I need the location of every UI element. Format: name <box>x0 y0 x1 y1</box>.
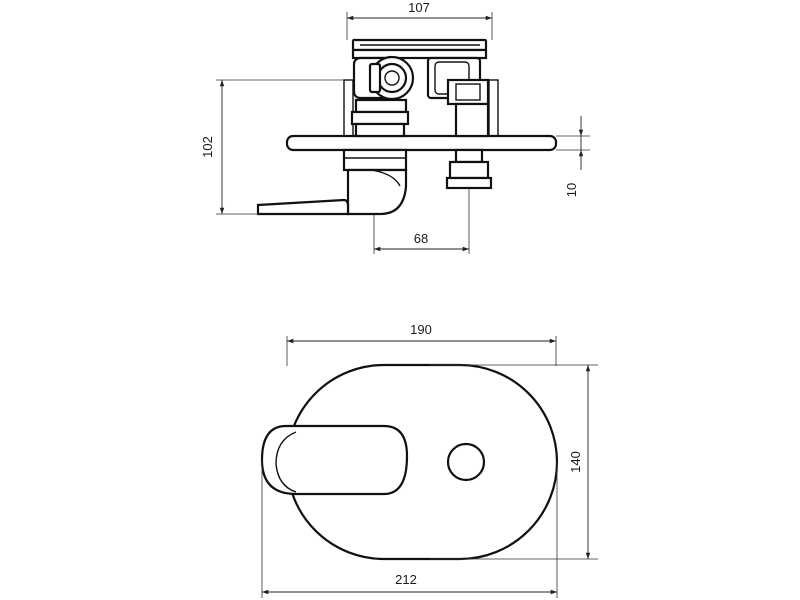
right-bracket <box>488 79 499 137</box>
dim-140: 140 <box>568 451 583 473</box>
dim-102: 102 <box>200 136 215 158</box>
handle-collar <box>342 148 408 172</box>
lever-handle <box>260 424 409 496</box>
dim-107: 107 <box>408 0 430 15</box>
dim-212: 212 <box>395 572 417 587</box>
front-view: 190 140 212 <box>260 322 598 598</box>
left-bracket <box>343 79 354 137</box>
lever <box>256 198 350 216</box>
handle-neck <box>346 168 408 216</box>
dim-190: 190 <box>410 322 432 337</box>
diverter-knob <box>454 148 484 164</box>
dim-68: 68 <box>414 231 428 246</box>
diverter-button <box>446 442 486 482</box>
wall-plate <box>285 134 558 152</box>
dim-10: 10 <box>564 183 579 197</box>
side-view: 107 102 68 10 <box>200 0 590 254</box>
